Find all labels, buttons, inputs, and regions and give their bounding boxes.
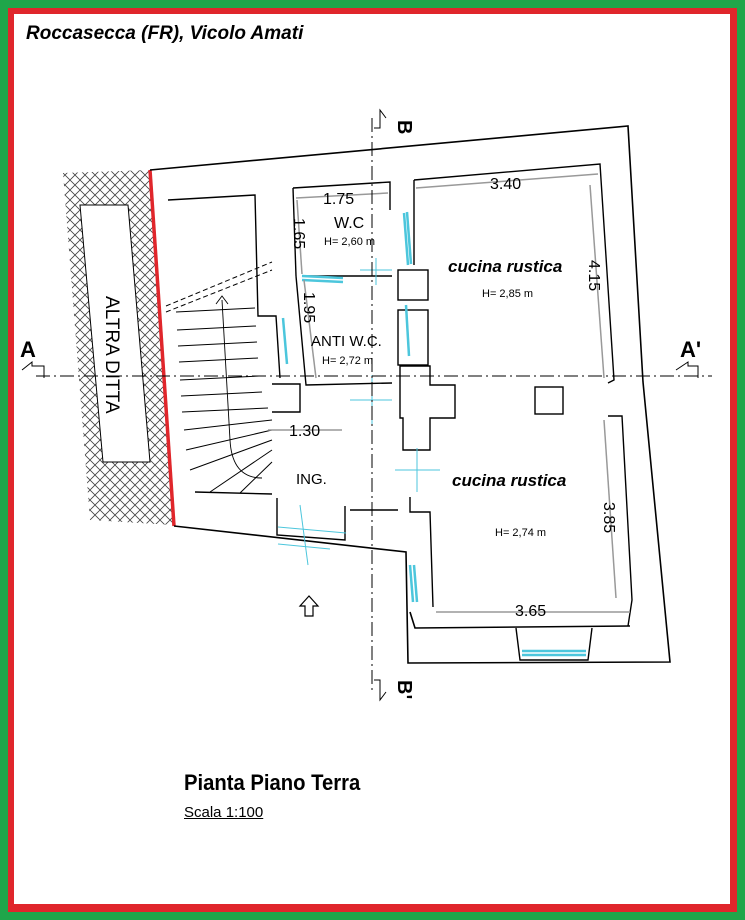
entrance-arrow-icon <box>298 595 320 617</box>
room-height-anti-wc: H= 2,72 m <box>322 355 373 367</box>
room-name-anti-wc: ANTI W.C. <box>311 333 382 350</box>
section-b-marker <box>374 108 387 129</box>
dim-wc-width: 1.75 <box>323 191 354 208</box>
outer-walls <box>149 125 671 664</box>
section-label-b-prime: B' <box>393 680 415 699</box>
drawing-scale: Scala 1:100 <box>184 804 264 821</box>
dim-wc-depth: 1.65 <box>290 218 307 249</box>
windows <box>281 211 586 657</box>
party-wall <box>148 169 176 527</box>
section-lines <box>21 108 712 702</box>
room-height-kitchen-north: H= 2,85 m <box>482 288 533 300</box>
dim-entry-width: 1.30 <box>289 423 320 440</box>
neighbor-label: ALTRA DITTA <box>101 296 122 414</box>
staircase <box>165 261 273 494</box>
section-b-prime-marker <box>374 679 387 702</box>
room-name-entrance: ING. <box>296 471 327 488</box>
dim-kitchen-south-width: 3.65 <box>515 603 546 620</box>
section-label-a: A <box>20 337 36 362</box>
room-name-kitchen-north: cucina rustica <box>448 257 562 276</box>
room-name-kitchen-south: cucina rustica <box>452 471 566 490</box>
dim-kitchen-south-depth: 3.85 <box>600 502 617 533</box>
section-a-prime-marker <box>675 361 699 378</box>
neighbor-property <box>63 170 173 525</box>
interior-walls <box>167 163 633 661</box>
section-label-b: B <box>393 120 415 134</box>
location-title: Roccasecca (FR), Vicolo Amati <box>26 23 304 44</box>
room-name-wc: W.C <box>334 215 364 232</box>
dim-kitchen-north-depth: 4.15 <box>585 260 602 291</box>
drawing-title: Pianta Piano Terra <box>184 770 361 795</box>
section-label-a-prime: A' <box>680 337 701 362</box>
dim-kitchen-north-width: 3.40 <box>490 176 521 193</box>
room-height-wc: H= 2,60 m <box>324 236 375 248</box>
dimension-lines <box>268 173 630 613</box>
section-a-marker <box>21 360 45 378</box>
dim-anti-wc-depth: 1.95 <box>300 292 317 323</box>
room-height-kitchen-south: H= 2,74 m <box>495 527 546 539</box>
